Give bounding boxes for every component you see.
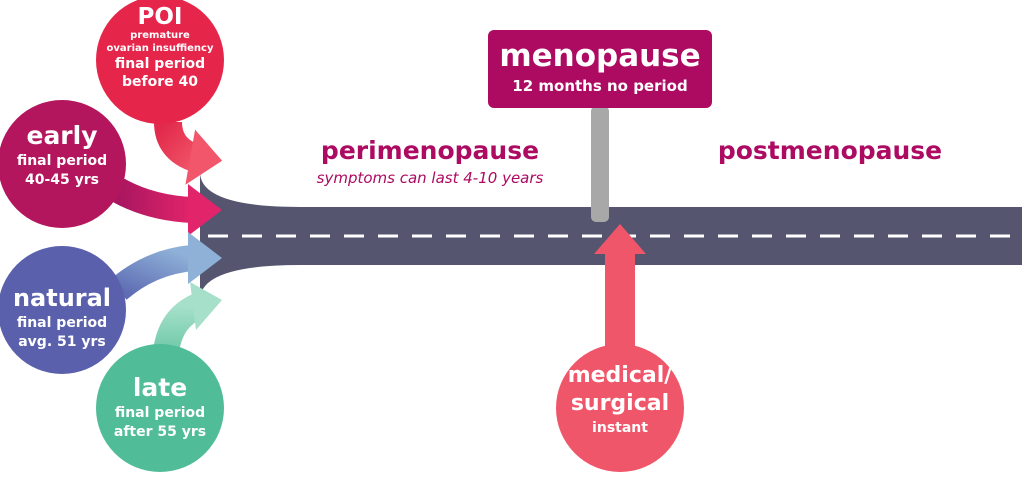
medical-title2: surgical [570,391,670,416]
late-arrowhead [190,282,222,330]
poi-circle [96,0,224,124]
early-arrow [111,178,193,223]
poi-sub1: premature [130,30,190,41]
natural-label: natural final period avg. 51 yrs [0,282,124,352]
medical-title1: medical/ [567,363,673,388]
early-circle [0,100,126,228]
late-label: late final period after 55 yrs [96,372,224,442]
medical-circle [556,344,684,472]
early-arrowhead [188,184,222,236]
late-line2: after 55 yrs [113,424,207,440]
medical-arrowhead [594,224,646,254]
medical-label: medical/ surgical instant [556,362,684,438]
early-label: early final period 40-45 yrs [0,120,124,190]
natural-title: natural [12,284,112,312]
poi-line1: final period [114,56,206,72]
sign-post [591,106,609,222]
natural-circle [0,246,126,374]
natural-line1: final period [16,315,108,331]
poi-arrowhead [185,129,223,185]
early-title: early [26,121,98,150]
poi-label: POI premature ovarian insuffiency final … [96,4,224,91]
poi-sub2: ovarian insuffiency [106,43,214,54]
sign-title: menopause [499,38,701,74]
poi-title: POI [137,4,183,30]
early-line1: final period [16,153,108,169]
natural-arrowhead [188,232,222,284]
natural-line2: avg. 51 yrs [18,334,106,350]
late-circle [96,344,224,472]
late-line1: final period [114,405,206,421]
sign-subtitle: 12 months no period [512,77,688,95]
perimenopause-title: perimenopause [320,136,540,165]
late-title: late [132,373,188,402]
medical-line1: instant [592,420,648,436]
natural-arrow [109,245,194,300]
perimenopause-note: symptoms can last 4-10 years [316,169,544,187]
early-line2: 40-45 yrs [24,172,99,188]
menopause-sign: menopause 12 months no period [488,30,712,108]
poi-line2: before 40 [122,74,198,90]
postmenopause-title: postmenopause [717,136,943,165]
medical-arrow-shaft [605,252,635,360]
